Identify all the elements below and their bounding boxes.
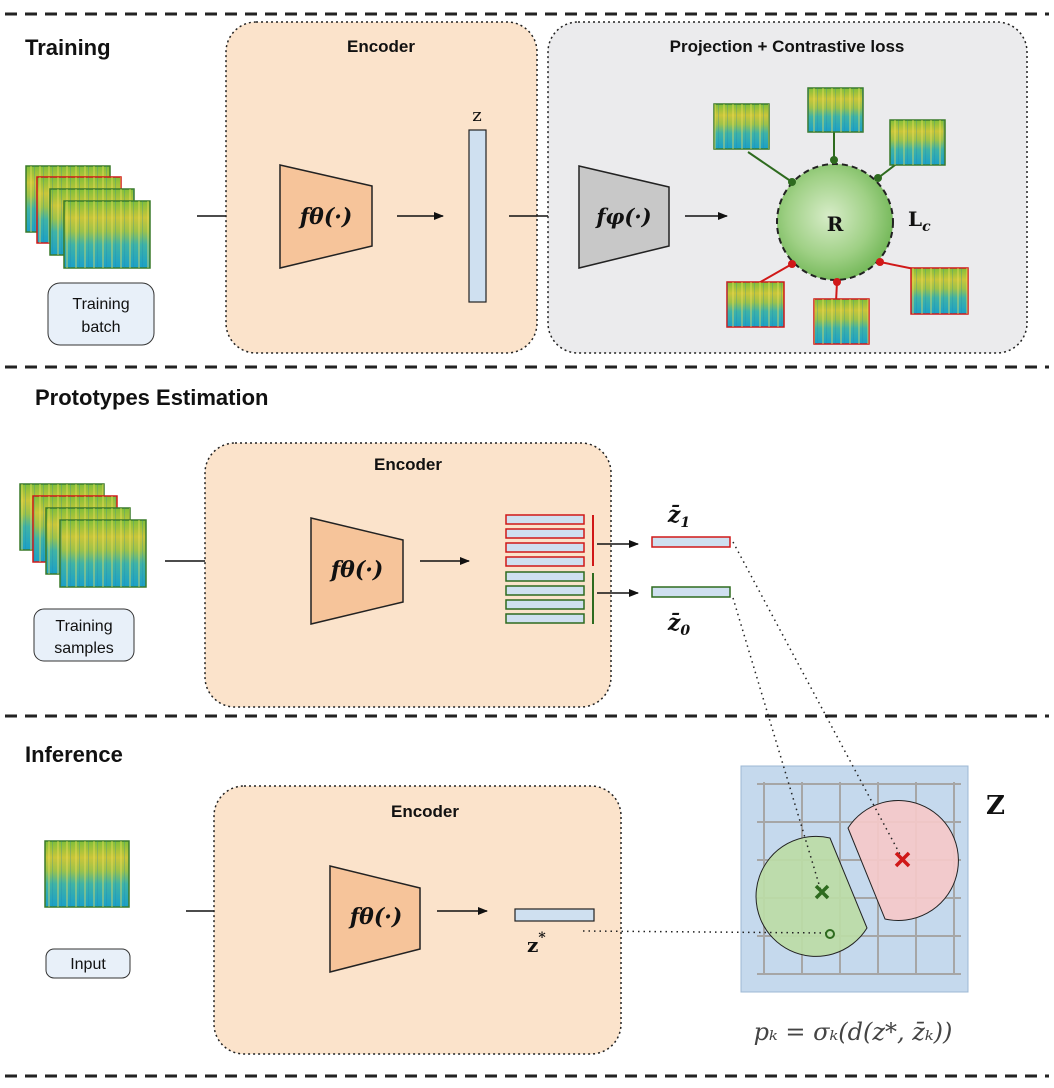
training-encoder-box bbox=[225, 21, 538, 354]
training-samples-label-line2: samples bbox=[54, 640, 114, 657]
class0-region bbox=[755, 835, 868, 957]
training-batch-stack bbox=[25, 165, 151, 269]
contrastive-connection-dots bbox=[788, 156, 884, 286]
projection-links bbox=[582, 541, 903, 934]
section-title-inference: Inference bbox=[25, 742, 123, 767]
training-batch-label-line2: batch bbox=[81, 319, 120, 336]
zstar-vector bbox=[514, 908, 595, 922]
prototype1-marker bbox=[894, 851, 911, 868]
training-encoder-function: fθ(·) bbox=[298, 204, 353, 230]
class1-embeddings bbox=[505, 514, 594, 567]
positive-samples bbox=[713, 87, 946, 166]
projection-trapezoid bbox=[578, 165, 670, 269]
loss-label: Lc bbox=[908, 207, 931, 235]
section-title-prototypes: Prototypes Estimation bbox=[35, 385, 268, 410]
zstar-label: z* bbox=[527, 930, 546, 957]
training-batch-label-line1: Training bbox=[72, 296, 129, 313]
class0-embeddings bbox=[505, 571, 594, 624]
training-samples-label-box bbox=[33, 608, 135, 662]
prototype0-marker bbox=[814, 884, 830, 900]
input-spectrogram bbox=[44, 840, 130, 908]
prototype0-label: z̄0 bbox=[667, 610, 691, 639]
projection-function: fφ(·) bbox=[594, 204, 651, 229]
projection-title: Projection + Contrastive loss bbox=[670, 37, 905, 56]
prototypes-encoder-box bbox=[204, 442, 612, 708]
input-label: Input bbox=[70, 956, 106, 973]
prototypes-encoder-function: fθ(·) bbox=[329, 557, 384, 583]
training-z-vector bbox=[468, 129, 487, 303]
training-batch-label-box bbox=[47, 282, 155, 346]
section-title-training: Training bbox=[25, 35, 111, 60]
prototype0-vector bbox=[651, 586, 731, 598]
inference-encoder-title: Encoder bbox=[391, 802, 459, 821]
training-samples-stack bbox=[19, 483, 147, 588]
projection-box bbox=[547, 21, 1028, 354]
input-label-box bbox=[45, 948, 131, 979]
prototypes-encoder-title: Encoder bbox=[374, 455, 442, 474]
prototype1-label: z̄1 bbox=[667, 502, 690, 531]
negative-samples bbox=[726, 267, 969, 345]
prototypes-encoder-trapezoid bbox=[310, 517, 404, 625]
inference-encoder-function: fθ(·) bbox=[348, 904, 403, 930]
inference-encoder-trapezoid bbox=[329, 865, 421, 973]
prototype1-vector bbox=[651, 536, 731, 548]
probability-formula: pₖ = σₖ(d(z*, z̄ₖ)) bbox=[754, 1018, 953, 1046]
training-encoder-title: Encoder bbox=[347, 37, 415, 56]
training-z-label: z bbox=[472, 105, 481, 126]
zstar-point bbox=[825, 929, 835, 939]
sphere-label: R bbox=[827, 212, 844, 236]
training-encoder-trapezoid bbox=[279, 164, 373, 269]
training-samples-label-line1: Training bbox=[55, 618, 112, 635]
latent-space-label: Z bbox=[986, 791, 1005, 821]
